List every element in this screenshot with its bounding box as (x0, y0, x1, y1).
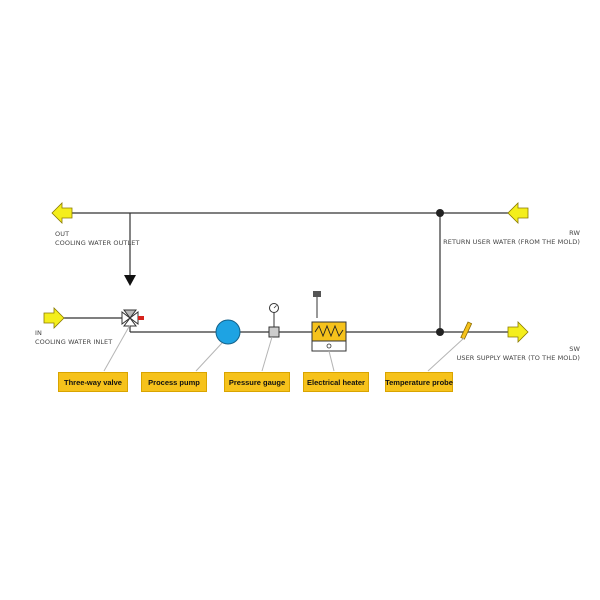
leader-line-probe (427, 337, 465, 372)
rw-port-label: RW RETURN USER WATER (FROM THE MOLD) (443, 229, 580, 247)
junction-dot-top (436, 209, 444, 217)
three-way-valve-icon (121, 309, 144, 327)
electrical-heater-callout: Electrical heater (303, 372, 369, 392)
leader-line-valve (103, 324, 131, 372)
pressure-gauge-icon (268, 303, 280, 338)
out-port-arrow-icon (51, 202, 73, 224)
three-way-valve-callout: Three-way valve (58, 372, 128, 392)
electrical-heater-icon (311, 291, 347, 352)
sw-port-text: USER SUPPLY WATER (TO THE MOLD) (456, 354, 580, 362)
sw-port-label: SW USER SUPPLY WATER (TO THE MOLD) (457, 345, 580, 363)
in-port-code: IN (35, 329, 42, 337)
process-pump-icon (215, 319, 241, 345)
leader-line-pump (195, 342, 223, 372)
rw-port-arrow-icon (507, 202, 529, 224)
temperature-probe-callout: Temperature probe (385, 372, 453, 392)
in-port-arrow-icon (43, 307, 65, 329)
pressure-gauge-callout: Pressure gauge (224, 372, 290, 392)
in-port-label: IN COOLING WATER INLET (35, 329, 112, 347)
leader-line-heater (328, 350, 335, 372)
process-pump-callout: Process pump (141, 372, 207, 392)
leader-line-gauge (261, 336, 273, 372)
out-port-text: COOLING WATER OUTLET (55, 239, 140, 247)
sw-port-arrow-icon (507, 321, 529, 343)
out-port-label: OUT COOLING WATER OUTLET (55, 230, 140, 248)
flow-arrow-down-icon (124, 275, 136, 286)
rw-port-code: RW (569, 229, 580, 237)
temperature-probe-icon (460, 321, 473, 340)
junction-dot-bottom (436, 328, 444, 336)
in-port-text: COOLING WATER INLET (35, 338, 113, 346)
out-port-code: OUT (55, 230, 70, 238)
rw-port-text: RETURN USER WATER (FROM THE MOLD) (443, 238, 580, 246)
sw-port-code: SW (569, 345, 580, 353)
